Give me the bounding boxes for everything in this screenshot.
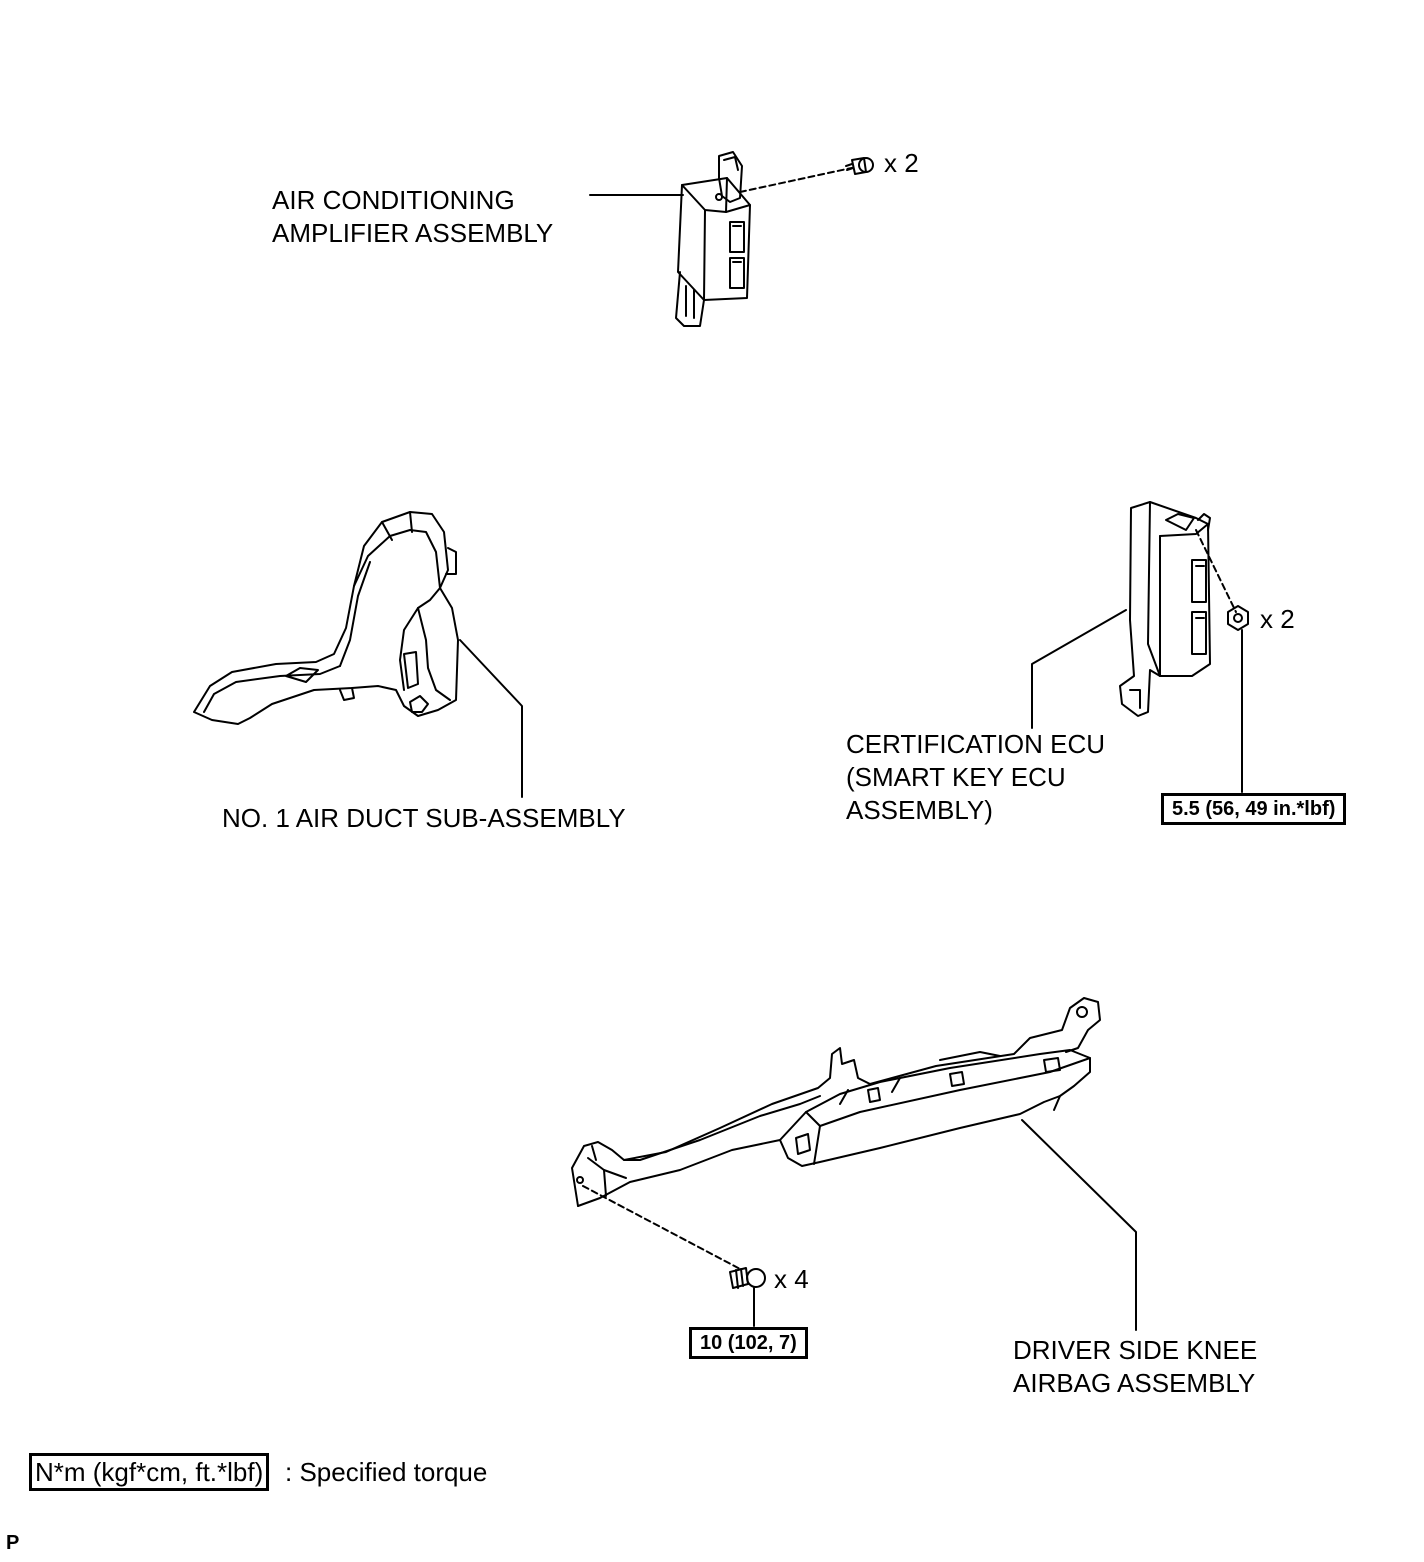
knee-airbag-label: DRIVER SIDE KNEE AIRBAG ASSEMBLY [1013, 1334, 1257, 1400]
ac-amplifier-label-line-1: AIR CONDITIONING [272, 185, 515, 215]
ac-screw-quantity: x 2 [884, 148, 919, 178]
ac-amplifier-label-line-2: AMPLIFIER ASSEMBLY [272, 218, 554, 248]
ac-amplifier-label: AIR CONDITIONING AMPLIFIER ASSEMBLY [272, 184, 553, 250]
knee-airbag-part [571, 997, 1101, 1207]
torque-legend-text: : Specified torque [285, 1457, 488, 1487]
certification-ecu-part [1119, 501, 1211, 717]
cert-ecu-label: CERTIFICATION ECU (SMART KEY ECU ASSEMBL… [846, 728, 1105, 827]
ecu-nut-torque-box: 5.5 (56, 49 in.*lbf) [1161, 793, 1347, 825]
ecu-nut-quantity: x 2 [1260, 604, 1295, 634]
cert-ecu-label-line-2: (SMART KEY ECU [846, 762, 1066, 792]
cert-ecu-label-line-3: ASSEMBLY) [846, 795, 993, 825]
screw-icon [845, 157, 874, 175]
airbag-bolt-torque-box: 10 (102, 7) [689, 1327, 808, 1359]
knee-airbag-label-line-2: AIRBAG ASSEMBLY [1013, 1368, 1256, 1398]
torque-legend-box: N*m (kgf*cm, ft.*lbf) [29, 1453, 270, 1491]
bolt-icon [729, 1267, 766, 1289]
figure-code: P [6, 1532, 20, 1554]
ac-amplifier-part [675, 151, 751, 327]
air-duct-label: NO. 1 AIR DUCT SUB-ASSEMBLY [222, 803, 626, 833]
cert-ecu-label-line-1: CERTIFICATION ECU [846, 729, 1106, 759]
knee-airbag-label-line-1: DRIVER SIDE KNEE [1013, 1335, 1258, 1365]
airbag-bolt-quantity: x 4 [774, 1264, 809, 1294]
nut-icon [1227, 605, 1249, 631]
air-duct-part [193, 511, 459, 725]
